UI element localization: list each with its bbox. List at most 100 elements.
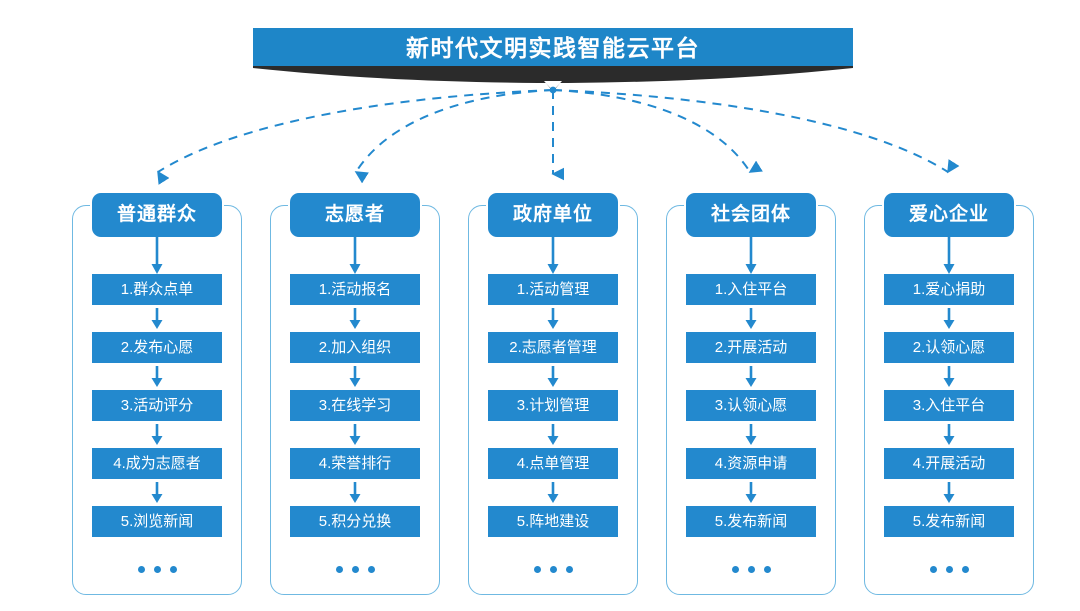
list-item[interactable]: 1.活动报名: [290, 274, 420, 305]
column-putongqunzhong: 普通群众 1.群众点单 2.发布心愿 3.活动评分 4.成为志愿者 5.浏览新闻: [72, 193, 242, 595]
step-arrow: [290, 479, 420, 506]
more-indicator: [92, 560, 222, 578]
ellipsis-dot: [137, 565, 145, 573]
column-items-1: 1.群众点单 2.发布心愿 3.活动评分 4.成为志愿者 5.浏览新闻: [92, 274, 222, 537]
list-item[interactable]: 4.资源申请: [686, 448, 816, 479]
step-arrow: [290, 421, 420, 448]
step-arrow: [686, 421, 816, 448]
item-label: 3.入住平台: [912, 397, 986, 414]
list-item[interactable]: 2.认领心愿: [884, 332, 1014, 363]
step-arrow: [488, 363, 618, 390]
column-zhiyuanzhe: 志愿者 1.活动报名 2.加入组织 3.在线学习 4.荣誉排行 5.积分兑换: [270, 193, 440, 595]
page-title: 新时代文明实践智能云平台: [406, 35, 700, 61]
list-item[interactable]: 2.开展活动: [686, 332, 816, 363]
list-item[interactable]: 5.阵地建设: [488, 506, 618, 537]
item-label: 5.阵地建设: [516, 513, 590, 530]
step-arrow: [686, 363, 816, 390]
column-header-label: 政府单位: [512, 204, 593, 225]
step-arrow: [686, 479, 816, 506]
ellipsis-dot: [945, 565, 953, 573]
step-arrow: [290, 363, 420, 390]
item-label: 4.成为志愿者: [113, 455, 201, 472]
list-item[interactable]: 2.加入组织: [290, 332, 420, 363]
list-item[interactable]: 1.爱心捐助: [884, 274, 1014, 305]
ellipsis-dot: [335, 565, 343, 573]
more-indicator: [884, 560, 1014, 578]
item-label: 2.发布心愿: [120, 339, 194, 356]
header-to-first-arrow: [547, 237, 559, 274]
list-item[interactable]: 5.浏览新闻: [92, 506, 222, 537]
step-arrow: [884, 421, 1014, 448]
item-label: 2.开展活动: [714, 339, 788, 356]
item-label: 2.志愿者管理: [509, 339, 597, 356]
list-item[interactable]: 1.群众点单: [92, 274, 222, 305]
column-items-4: 1.入住平台 2.开展活动 3.认领心愿 4.资源申请 5.发布新闻: [686, 274, 816, 537]
item-label: 3.活动评分: [120, 397, 194, 414]
header-to-first-arrow: [745, 237, 757, 274]
item-label: 5.浏览新闻: [120, 513, 194, 530]
column-items-2: 1.活动报名 2.加入组织 3.在线学习 4.荣誉排行 5.积分兑换: [290, 274, 420, 537]
step-arrow: [92, 421, 222, 448]
list-item[interactable]: 3.认领心愿: [686, 390, 816, 421]
item-label: 1.爱心捐助: [912, 281, 986, 298]
column-items-3: 1.活动管理 2.志愿者管理 3.计划管理 4.点单管理 5.阵地建设: [488, 274, 618, 537]
ellipsis-dot: [961, 565, 969, 573]
step-arrow: [92, 363, 222, 390]
list-item[interactable]: 4.点单管理: [488, 448, 618, 479]
more-indicator: [488, 560, 618, 578]
item-label: 1.活动报名: [318, 281, 392, 298]
item-label: 5.积分兑换: [318, 513, 392, 530]
list-item[interactable]: 1.入住平台: [686, 274, 816, 305]
step-arrow: [488, 421, 618, 448]
item-label: 4.荣誉排行: [318, 455, 392, 472]
column-header-3[interactable]: 政府单位: [488, 193, 618, 237]
ellipsis-dot: [153, 565, 161, 573]
list-item[interactable]: 2.志愿者管理: [488, 332, 618, 363]
list-item[interactable]: 4.荣誉排行: [290, 448, 420, 479]
item-label: 5.发布新闻: [714, 513, 788, 530]
ellipsis-dot: [533, 565, 541, 573]
list-item[interactable]: 1.活动管理: [488, 274, 618, 305]
header-to-first-arrow: [349, 237, 361, 274]
item-label: 4.点单管理: [516, 455, 590, 472]
list-item[interactable]: 3.在线学习: [290, 390, 420, 421]
item-label: 5.发布新闻: [912, 513, 986, 530]
list-item[interactable]: 5.发布新闻: [686, 506, 816, 537]
column-header-2[interactable]: 志愿者: [290, 193, 420, 237]
column-header-label: 普通群众: [116, 204, 197, 225]
item-label: 3.计划管理: [516, 397, 590, 414]
ellipsis-dot: [747, 565, 755, 573]
step-arrow: [488, 305, 618, 332]
ellipsis-dot: [763, 565, 771, 573]
list-item[interactable]: 4.成为志愿者: [92, 448, 222, 479]
list-item[interactable]: 3.入住平台: [884, 390, 1014, 421]
column-items-5: 1.爱心捐助 2.认领心愿 3.入住平台 4.开展活动 5.发布新闻: [884, 274, 1014, 537]
list-item[interactable]: 4.开展活动: [884, 448, 1014, 479]
item-label: 2.加入组织: [318, 339, 392, 356]
column-header-5[interactable]: 爱心企业: [884, 193, 1014, 237]
step-arrow: [884, 363, 1014, 390]
list-item[interactable]: 3.活动评分: [92, 390, 222, 421]
banner-bar: 新时代文明实践智能云平台: [253, 28, 853, 68]
step-arrow: [488, 479, 618, 506]
item-label: 1.活动管理: [516, 281, 590, 298]
list-item[interactable]: 5.发布新闻: [884, 506, 1014, 537]
list-item[interactable]: 2.发布心愿: [92, 332, 222, 363]
item-label: 2.认领心愿: [912, 339, 986, 356]
column-shehuituanti: 社会团体 1.入住平台 2.开展活动 3.认领心愿 4.资源申请 5.发布新闻: [666, 193, 836, 595]
platform-title-banner: 新时代文明实践智能云平台: [253, 28, 853, 68]
list-item[interactable]: 5.积分兑换: [290, 506, 420, 537]
list-item[interactable]: 3.计划管理: [488, 390, 618, 421]
column-header-1[interactable]: 普通群众: [92, 193, 222, 237]
step-arrow: [92, 479, 222, 506]
header-to-first-arrow: [151, 237, 163, 274]
item-label: 4.资源申请: [714, 455, 788, 472]
ellipsis-dot: [549, 565, 557, 573]
item-label: 1.入住平台: [714, 281, 788, 298]
column-header-label: 爱心企业: [908, 204, 989, 225]
ellipsis-dot: [565, 565, 573, 573]
column-header-4[interactable]: 社会团体: [686, 193, 816, 237]
more-indicator: [290, 560, 420, 578]
